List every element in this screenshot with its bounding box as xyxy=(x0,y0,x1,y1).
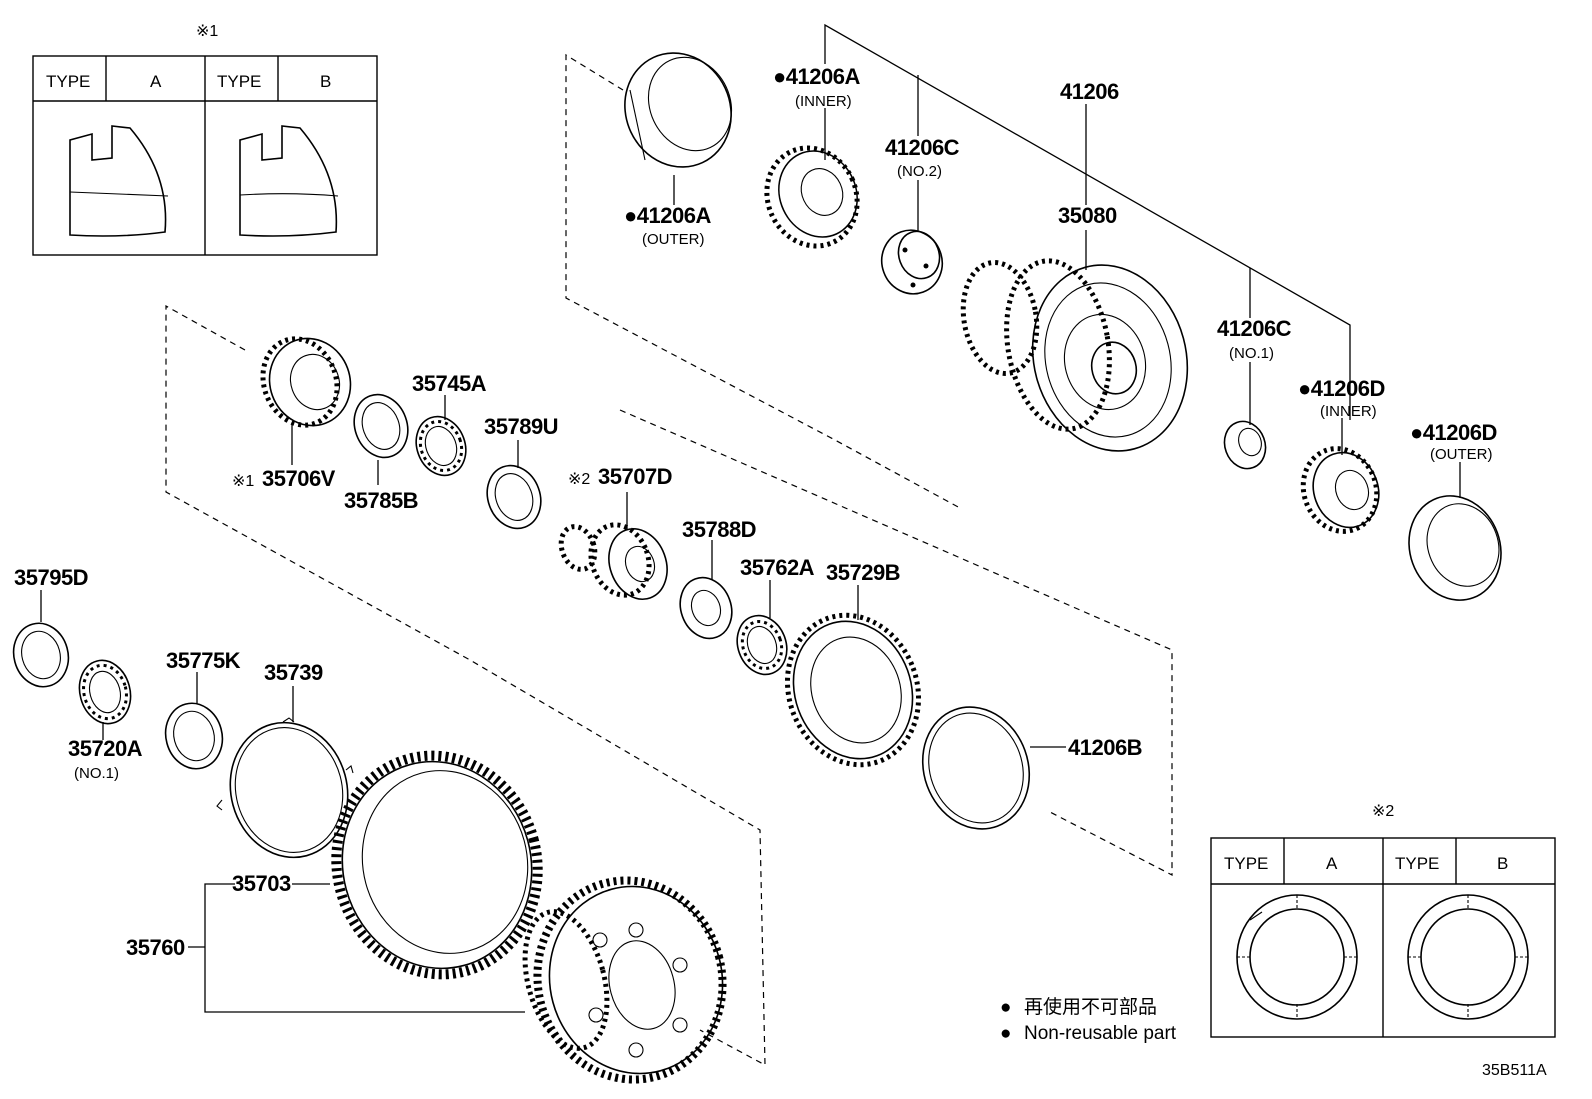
label-41206a-inner: ●41206A xyxy=(773,64,860,89)
label-35795d: 35795D xyxy=(14,565,88,590)
washer-type-b-illustration xyxy=(1407,894,1529,1020)
label-41206d-inner: ●41206D xyxy=(1298,376,1385,401)
part-41206a-inner-bearing xyxy=(764,145,860,249)
part-number: 41206D xyxy=(1423,420,1497,445)
label-35729b: 35729B xyxy=(826,560,900,585)
part-35789u-washer xyxy=(486,464,542,530)
part-41206b-snap-ring xyxy=(921,706,1031,830)
type-value-a: A xyxy=(1326,854,1338,873)
leader-lines xyxy=(40,23,1461,1013)
type-header-b: TYPE xyxy=(1395,854,1439,873)
type-table-2-marker: ※2 xyxy=(1372,803,1394,820)
note-41206d-outer: (OUTER) xyxy=(1430,446,1493,463)
label-41206b: 41206B xyxy=(1068,735,1142,760)
washer-type-a-illustration xyxy=(1236,894,1358,1020)
non-reusable-bullet: ● xyxy=(1298,376,1311,401)
part-35788d-washer xyxy=(679,576,733,640)
diagram-code: 35B511A xyxy=(1482,1062,1547,1079)
part-35706v-gear xyxy=(260,336,352,428)
label-35789u: 35789U xyxy=(484,414,558,439)
label-41206c-no1: 41206C xyxy=(1217,316,1292,341)
part-35739-snap-ring xyxy=(216,717,354,859)
part-41206c-no1 xyxy=(1223,420,1267,470)
label-35775k: 35775K xyxy=(166,648,241,673)
part-35080-gear xyxy=(960,258,1189,452)
part-35795d-washer xyxy=(12,622,70,688)
type-header-a: TYPE xyxy=(46,72,90,91)
legend-bullet-en: ● xyxy=(1000,1023,1011,1044)
label-35703: 35703 xyxy=(232,871,291,896)
part-41206c-no2 xyxy=(880,229,944,295)
label-35745a: 35745A xyxy=(412,371,487,396)
ref-35706v: ※1 xyxy=(232,473,254,490)
note-41206c-no1: (NO.1) xyxy=(1229,345,1274,362)
legend-non-reusable-en: Non-reusable part xyxy=(1024,1023,1177,1044)
type-header-a: TYPE xyxy=(1224,854,1268,873)
label-35707d: 35707D xyxy=(598,464,672,489)
label-41206a-outer: ●41206A xyxy=(624,203,711,228)
ref-35707d: ※2 xyxy=(568,471,590,488)
group-outlines xyxy=(165,53,1173,1067)
label-41206d-outer: ●41206D xyxy=(1410,420,1497,445)
type-table-2: ※2 TYPE A TYPE B xyxy=(1210,803,1556,1038)
part-35785b-washer xyxy=(353,393,409,459)
note-41206a-inner: (INNER) xyxy=(795,93,852,110)
part-41206d-inner-bearing xyxy=(1300,446,1380,534)
part-labels: ●41206A (INNER) 41206 41206C (NO.2) ●412… xyxy=(14,64,1497,960)
legend-non-reusable-jp: 再使用不可部品 xyxy=(1024,996,1157,1018)
tooth-profile-b-illustration xyxy=(239,125,339,237)
tooth-profile-a-illustration xyxy=(69,125,169,237)
type-value-a: A xyxy=(150,72,162,91)
note-41206c-no2: (NO.2) xyxy=(897,163,942,180)
label-35706v: 35706V xyxy=(262,466,336,491)
type-table-1-marker: ※1 xyxy=(196,23,218,40)
non-reusable-bullet: ● xyxy=(773,64,786,89)
part-35745a-bearing xyxy=(415,415,467,477)
part-number: 41206D xyxy=(1311,376,1385,401)
part-35729b-ring-gear xyxy=(784,612,922,768)
label-41206: 41206 xyxy=(1060,79,1119,104)
part-35703-clutch-drum xyxy=(331,750,543,980)
label-35080: 35080 xyxy=(1058,203,1117,228)
legend-bullet-jp: ● xyxy=(1000,997,1011,1018)
label-41206c-no2: 41206C xyxy=(885,135,960,160)
type-value-b: B xyxy=(1497,854,1508,873)
note-41206a-outer: (OUTER) xyxy=(642,231,705,248)
part-35762a-bearing xyxy=(736,614,788,676)
label-35760: 35760 xyxy=(126,935,185,960)
type-table-1: ※1 TYPE A TYPE B xyxy=(32,23,378,256)
part-35760-planetary-carrier xyxy=(522,876,727,1084)
legend: ● 再使用不可部品 ● Non-reusable part xyxy=(1000,996,1177,1044)
label-35788d: 35788D xyxy=(682,517,756,542)
note-41206d-inner: (INNER) xyxy=(1320,403,1377,420)
part-41206a-outer-race xyxy=(624,52,733,168)
part-35775k-washer xyxy=(164,702,224,770)
part-number: 41206A xyxy=(786,64,861,89)
part-41206d-outer-race xyxy=(1408,495,1502,601)
part-number: 41206A xyxy=(637,203,712,228)
non-reusable-bullet: ● xyxy=(624,203,637,228)
note-35720a: (NO.1) xyxy=(74,765,119,782)
label-35720a: 35720A xyxy=(68,736,143,761)
type-value-b: B xyxy=(320,72,331,91)
label-35785b: 35785B xyxy=(344,488,418,513)
non-reusable-bullet: ● xyxy=(1410,420,1423,445)
part-35720a-bearing xyxy=(78,659,132,725)
type-header-b: TYPE xyxy=(217,72,261,91)
part-35707d-gear xyxy=(558,522,668,600)
label-35739: 35739 xyxy=(264,660,323,685)
label-35762a: 35762A xyxy=(740,555,815,580)
